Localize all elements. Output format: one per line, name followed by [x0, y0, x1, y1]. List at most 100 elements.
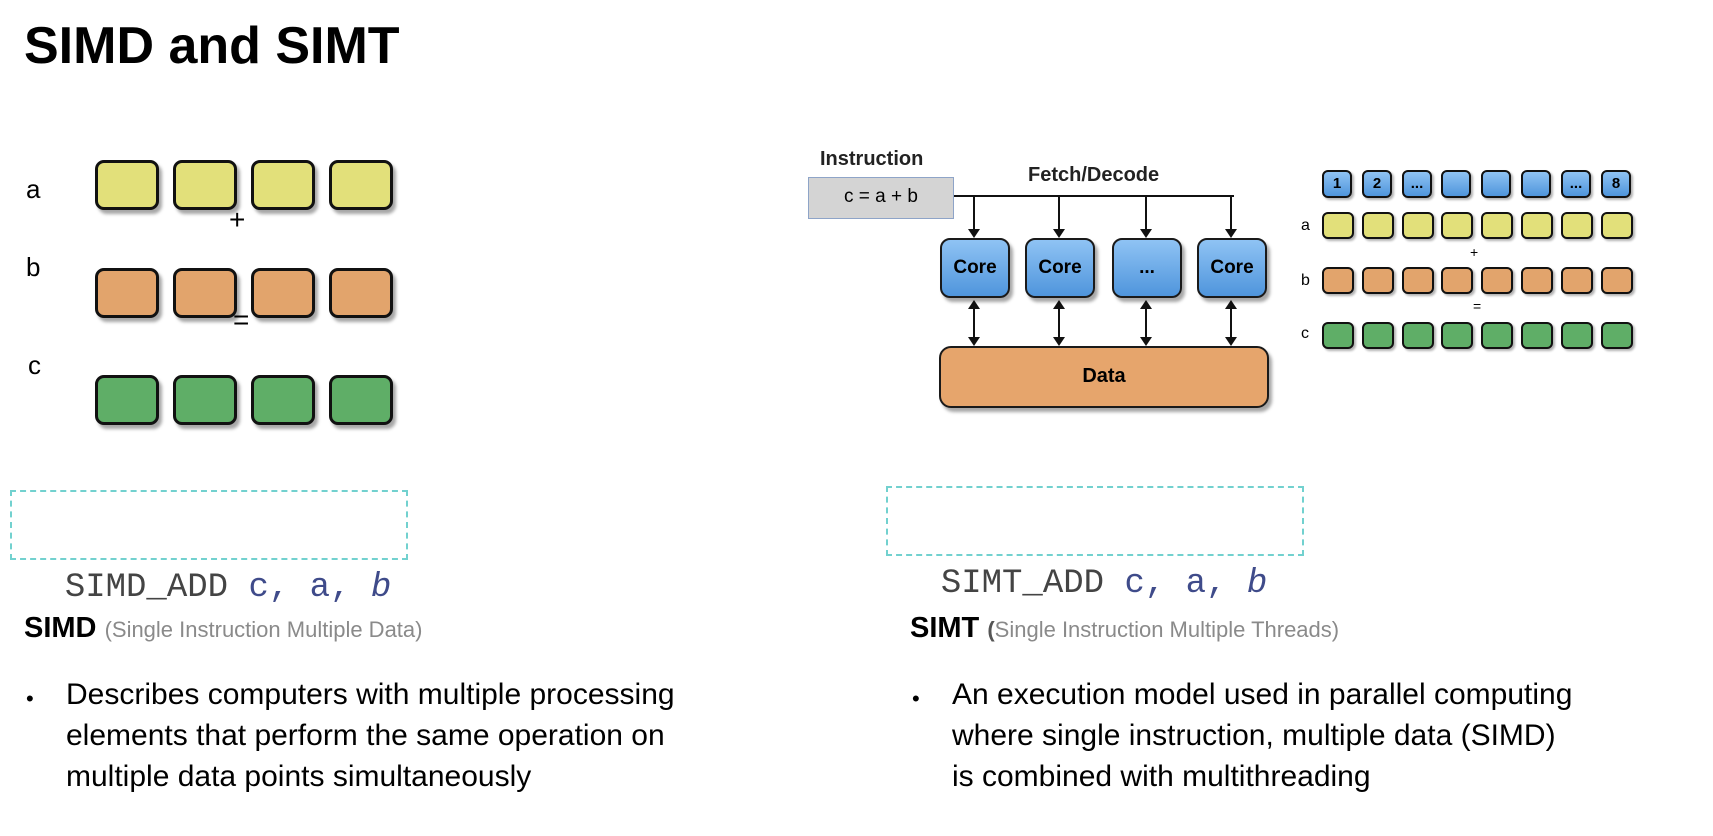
- lane-index-box: [1441, 170, 1471, 198]
- fetch-arrow-line: [1058, 195, 1060, 231]
- lane-data-box-c: [1402, 322, 1434, 349]
- lane-data-box-a: [1601, 212, 1633, 239]
- simd-data-box-a: [173, 160, 237, 210]
- lane-index-box: [1481, 170, 1511, 198]
- arrow-head-up-icon: [968, 300, 980, 309]
- row-label-c: c: [28, 350, 41, 380]
- lane-row-label-b: b: [1301, 272, 1310, 289]
- core-block: ...: [1112, 238, 1182, 298]
- lane-data-box-b: [1521, 267, 1553, 294]
- lane-data-box-c: [1362, 322, 1394, 349]
- code-arg-b: b: [1246, 565, 1268, 603]
- simd-bullet-line: elements that perform the same operation…: [66, 719, 665, 752]
- row-label-b: b: [26, 252, 41, 282]
- code-op: SIMT_ADD: [940, 565, 1105, 603]
- bullet-dot: •: [26, 686, 34, 711]
- simt-bullet-line: is combined with multithreading: [952, 760, 1371, 793]
- code-arg-a: a,: [1185, 565, 1227, 603]
- lane-data-box-a: [1322, 212, 1354, 239]
- arrow-head-down-icon: [1053, 337, 1065, 346]
- simd-data-box-c: [173, 375, 237, 425]
- simd-heading-title: SIMD: [24, 612, 97, 644]
- arrow-head-down-icon: [968, 337, 980, 346]
- lane-data-box-a: [1362, 212, 1394, 239]
- arrow-head-up-icon: [1140, 300, 1152, 309]
- bullet-dot: •: [912, 686, 920, 711]
- simd-heading: SIMD (Single Instruction Multiple Data): [24, 612, 422, 645]
- lane-data-box-c: [1601, 322, 1633, 349]
- lane-data-box-a: [1521, 212, 1553, 239]
- plus-sign: +: [229, 204, 246, 235]
- simt-bullet-line: where single instruction, multiple data …: [952, 719, 1556, 752]
- lane-data-box-b: [1561, 267, 1593, 294]
- core-block: Core: [1025, 238, 1095, 298]
- simt-heading-subtitle: Single Instruction Multiple Threads): [994, 617, 1340, 642]
- code-arg-b: b: [370, 569, 392, 607]
- fetch-bus-line: [954, 195, 1234, 197]
- simt-bullet-line: An execution model used in parallel comp…: [952, 678, 1573, 711]
- core-data-arrow-line: [973, 306, 975, 339]
- simd-data-box-c: [95, 375, 159, 425]
- simd-data-box-b: [173, 268, 237, 318]
- lane-data-box-b: [1441, 267, 1473, 294]
- lane-data-box-b: [1601, 267, 1633, 294]
- simt-heading: SIMT (Single Instruction Multiple Thread…: [910, 612, 1339, 645]
- code-arg-c: c,: [1124, 565, 1166, 603]
- lane-index-box: ...: [1561, 170, 1591, 198]
- lane-plus-sign: +: [1470, 244, 1479, 260]
- code-arg-a: a,: [309, 569, 351, 607]
- simt-bullet-text: An execution model used in parallel comp…: [952, 674, 1692, 797]
- lane-data-box-b: [1481, 267, 1513, 294]
- simd-bullet-text: Describes computers with multiple proces…: [66, 674, 786, 797]
- core-data-arrow-line: [1230, 306, 1232, 339]
- lane-data-box-b: [1402, 267, 1434, 294]
- core-data-arrow-line: [1058, 306, 1060, 339]
- simd-data-box-a: [251, 160, 315, 210]
- lane-data-box-c: [1561, 322, 1593, 349]
- simd-bullet-line: multiple data points simultaneously: [66, 760, 532, 793]
- simd-data-box-a: [95, 160, 159, 210]
- simd-data-box-b: [329, 268, 393, 318]
- simd-data-box-b: [95, 268, 159, 318]
- simt-code-box: SIMT_ADD c, a, b: [886, 486, 1304, 603]
- fetch-arrow-line: [1145, 195, 1147, 231]
- page-title: SIMD and SIMT: [24, 17, 400, 75]
- lane-index-box: ...: [1402, 170, 1432, 198]
- arrow-head-down-icon: [1225, 337, 1237, 346]
- lane-index-box: 2: [1362, 170, 1392, 198]
- lane-data-box-c: [1322, 322, 1354, 349]
- simd-data-box-c: [329, 375, 393, 425]
- data-block: Data: [939, 346, 1269, 408]
- arrow-head-down-icon: [1140, 229, 1152, 238]
- lane-index-box: 1: [1322, 170, 1352, 198]
- arrow-head-up-icon: [1053, 300, 1065, 309]
- arrow-head-up-icon: [1225, 300, 1237, 309]
- lane-equals-sign: =: [1473, 298, 1482, 314]
- row-label-a: a: [26, 174, 41, 204]
- simd-code-box: SIMD_ADD c, a, b: [10, 490, 408, 607]
- lane-data-box-a: [1481, 212, 1513, 239]
- lane-row-label-a: a: [1301, 217, 1310, 234]
- instruction-box: c = a + b: [808, 177, 954, 219]
- arrow-head-down-icon: [968, 229, 980, 238]
- simt-heading-paren: (: [987, 617, 995, 642]
- lane-data-box-a: [1402, 212, 1434, 239]
- lane-row-label-c: c: [1301, 325, 1309, 342]
- fetch-arrow-line: [973, 195, 975, 231]
- instruction-label: Instruction: [820, 148, 924, 170]
- simd-data-box-a: [329, 160, 393, 210]
- lane-index-box: [1521, 170, 1551, 198]
- simd-data-box-c: [251, 375, 315, 425]
- lane-data-box-a: [1441, 212, 1473, 239]
- core-block: Core: [940, 238, 1010, 298]
- simd-bullet-line: Describes computers with multiple proces…: [66, 678, 675, 711]
- arrow-head-down-icon: [1140, 337, 1152, 346]
- lane-data-box-c: [1521, 322, 1553, 349]
- code-op: SIMD_ADD: [64, 569, 229, 607]
- simd-heading-subtitle: (Single Instruction Multiple Data): [104, 617, 423, 642]
- lane-data-box-a: [1561, 212, 1593, 239]
- code-arg-c: c,: [248, 569, 290, 607]
- core-data-arrow-line: [1145, 306, 1147, 339]
- core-block: Core: [1197, 238, 1267, 298]
- simt-heading-title: SIMT: [910, 612, 980, 644]
